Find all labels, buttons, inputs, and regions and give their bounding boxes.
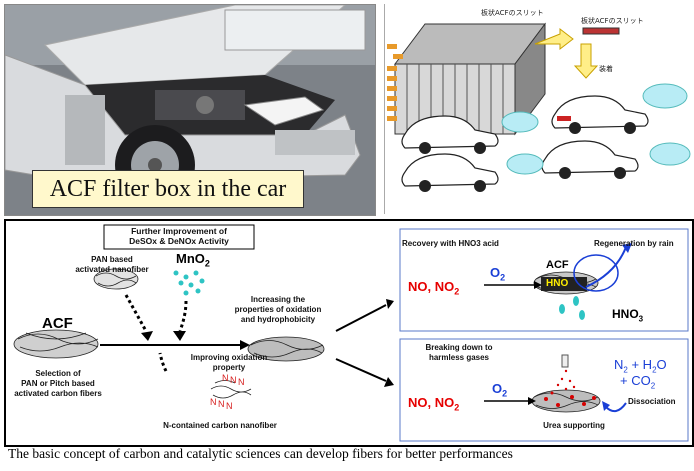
o2-bottom: O2: [492, 381, 508, 399]
n-letter: N: [226, 401, 233, 411]
acf-installation-diagram: 板状ACFのスリット 板状ACFのスリット 装着: [384, 4, 691, 214]
selection-line-1: Selection of: [35, 369, 81, 378]
acf-label: ACF: [42, 315, 73, 332]
products-line-2: + CO2: [620, 373, 656, 391]
regeneration-label: Regeneration by rain: [594, 239, 674, 248]
n-fiber-label: N-contained carbon nanofiber: [163, 421, 277, 430]
installation-svg: [387, 22, 691, 192]
footer-caption: The basic concept of carbon and catalyti…: [8, 446, 513, 461]
selection-line-2: PAN or Pitch based: [21, 379, 95, 388]
breaking-line-1: Breaking down to: [425, 343, 493, 352]
breaking-line-2: harmless gases: [428, 353, 490, 362]
n-letter: N: [238, 377, 245, 387]
title-line-1: Further Improvement of: [131, 226, 227, 236]
increasing-line-3: and hydrophobicity: [240, 315, 316, 324]
pan-label-2: activated nanofiber: [75, 265, 149, 274]
urea-label: Urea supporting: [543, 421, 605, 430]
concept-diagram: Further Improvement of DeSOx & DeNOx Act…: [4, 219, 694, 447]
increasing-line-2: properties of oxidation: [234, 305, 322, 314]
o2-top: O2: [490, 265, 506, 283]
slit-label-1: 板状ACFのスリット: [481, 9, 544, 17]
photo-caption: ACF filter box in the car: [32, 170, 304, 208]
acf-top-label: ACF: [546, 259, 569, 271]
selection-line-3: activated carbon fibers: [14, 389, 102, 398]
title-line-2: DeSOx & DeNOx Activity: [129, 236, 229, 246]
mno2-label: MnO2: [176, 251, 210, 269]
hno3-label: HNO3: [612, 307, 644, 324]
recovery-label: Recovery with HNO3 acid: [402, 239, 499, 248]
n-letter: N: [230, 375, 237, 385]
products-line-1: N2 + H2O: [614, 357, 667, 375]
mount-label: 装着: [599, 65, 613, 73]
n-letter: N: [210, 397, 217, 407]
concept-graphics: [13, 224, 689, 442]
no-no2-top: NO, NO2: [408, 279, 460, 297]
improving-line-2: property: [212, 363, 246, 372]
n-letter: N: [218, 399, 225, 409]
dissociation-label: Dissociation: [628, 397, 676, 406]
n-letter: N: [222, 373, 229, 383]
hno-label: HNO: [546, 278, 569, 289]
pan-label-1: PAN based: [91, 255, 133, 264]
no-no2-bottom: NO, NO2: [408, 395, 460, 413]
slit-label-2: 板状ACFのスリット: [581, 17, 644, 25]
increasing-line-1: Increasing the: [250, 295, 306, 304]
improving-line-1: Improving oxidation: [190, 353, 268, 362]
